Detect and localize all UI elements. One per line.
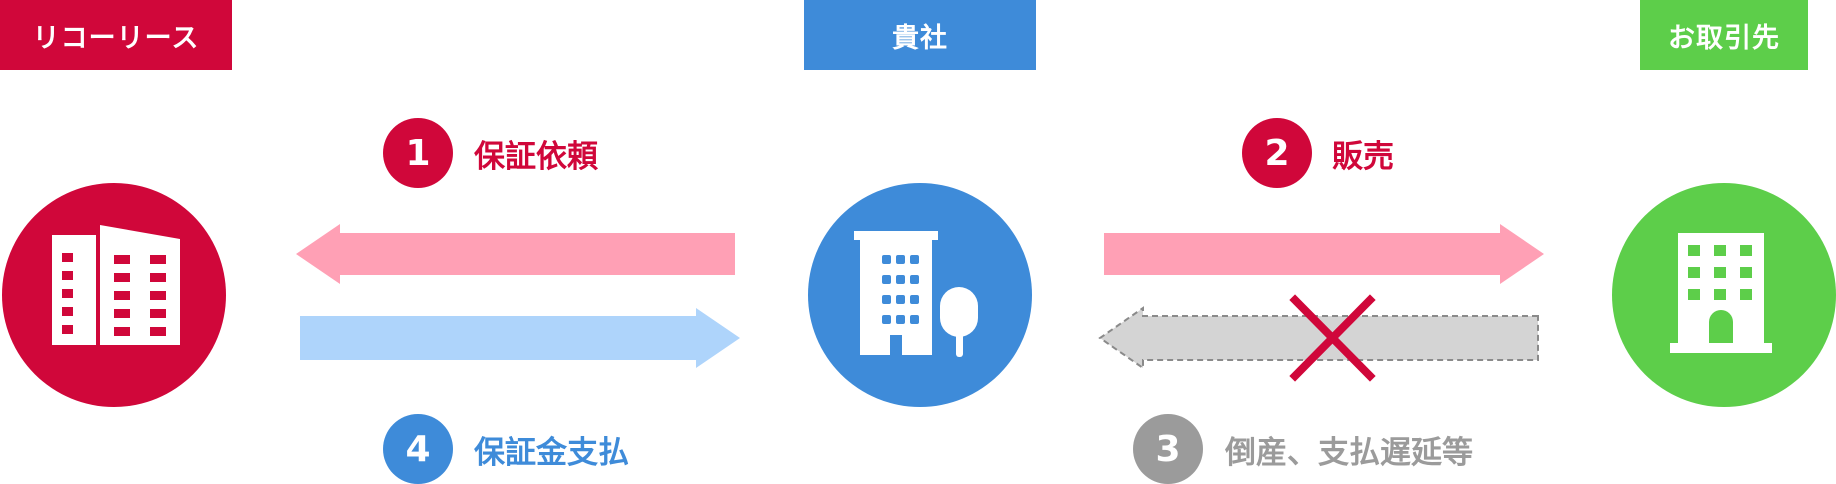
step-4-badge: 4	[383, 414, 453, 484]
header-ricoh-lease: リコーリース	[0, 0, 232, 70]
office-building-with-tree-icon	[854, 231, 978, 357]
payment-arrow	[300, 308, 740, 368]
step-1-badge: 1	[383, 118, 453, 188]
office-buildings-icon	[52, 225, 180, 345]
step-4-label: 保証金支払	[474, 434, 629, 471]
step-2-badge: 2	[1242, 118, 1312, 188]
step-2-label: 販売	[1332, 138, 1394, 175]
header-business-partner: お取引先	[1640, 0, 1808, 70]
shop-building-icon	[1670, 233, 1772, 353]
step-3-badge: 3	[1133, 414, 1203, 484]
step-1-label: 保証依頼	[474, 138, 598, 175]
business-partner-circle	[1612, 183, 1836, 407]
cross-mark-icon	[1289, 294, 1376, 382]
header-your-company: 貴社	[804, 0, 1036, 70]
request-arrow	[296, 224, 735, 284]
sales-arrow	[1104, 224, 1544, 284]
step-3-label: 倒産、支払遅延等	[1225, 434, 1473, 471]
default-arrow	[1098, 306, 1539, 370]
ricoh-lease-circle	[2, 183, 226, 407]
your-company-circle	[808, 183, 1032, 407]
